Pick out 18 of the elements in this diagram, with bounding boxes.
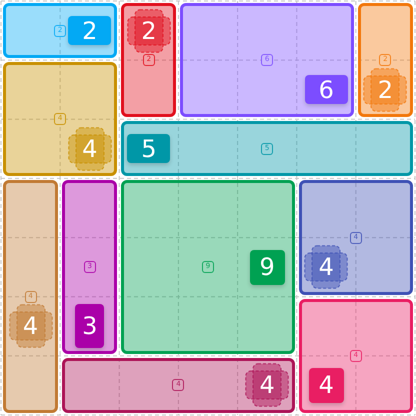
number-tile: 9 xyxy=(250,250,285,285)
puzzle-region xyxy=(3,3,118,58)
puzzle-region xyxy=(62,180,118,354)
puzzle-region xyxy=(121,121,413,176)
number-tile: 4 xyxy=(308,368,344,403)
number-tile: 5 xyxy=(127,134,170,164)
puzzle-region xyxy=(121,3,176,118)
puzzle-region xyxy=(3,62,118,176)
number-tile: 6 xyxy=(304,75,348,104)
puzzle-region xyxy=(3,180,58,413)
number-tile: 2 xyxy=(68,16,112,46)
puzzle-region xyxy=(180,3,354,118)
puzzle-region xyxy=(358,3,413,118)
number-tile: 3 xyxy=(75,304,104,348)
puzzle-region xyxy=(62,358,295,413)
puzzle-region xyxy=(121,180,295,354)
puzzle-region xyxy=(298,180,413,295)
puzzle-region xyxy=(298,298,413,413)
